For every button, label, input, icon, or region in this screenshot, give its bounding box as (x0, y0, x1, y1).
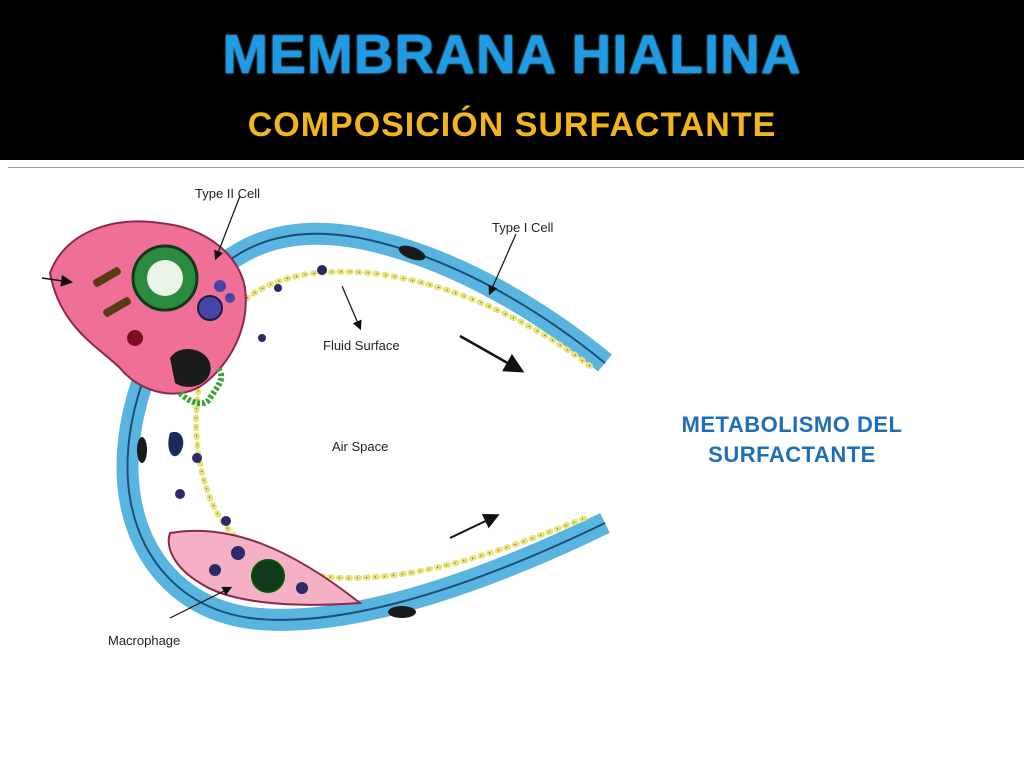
type1-nucleus-top (398, 245, 426, 261)
slide-subtitle: COMPOSICIÓN SURFACTANTE (247, 106, 777, 144)
metabolism-caption-line2: SURFACTANTE (708, 442, 876, 467)
type1-nucleus-left (137, 437, 147, 463)
metabolism-caption: METABOLISMO DEL SURFACTANTE (672, 410, 912, 470)
macrophage-nucleus (251, 559, 285, 593)
tubular-myelin (177, 366, 225, 407)
metabolism-caption-line1: METABOLISMO DEL (681, 412, 903, 437)
type1-nucleus-bottom (388, 606, 416, 618)
divider-line (8, 167, 1024, 168)
surfactant-layer (193, 268, 593, 582)
alveolus-diagram: Type II Cell Type I Cell Fluid Surface A… (41, 186, 612, 648)
label-type2-cell: Type II Cell (195, 186, 260, 201)
label-air-space: Air Space (332, 439, 388, 454)
label-macrophage: Macrophage (108, 633, 180, 648)
label-type1-cell: Type I Cell (492, 220, 554, 235)
header-bar (0, 0, 1024, 160)
slide-title: MEMBRANA HIALINA (222, 23, 802, 85)
label-fluid-surface: Fluid Surface (323, 338, 400, 353)
